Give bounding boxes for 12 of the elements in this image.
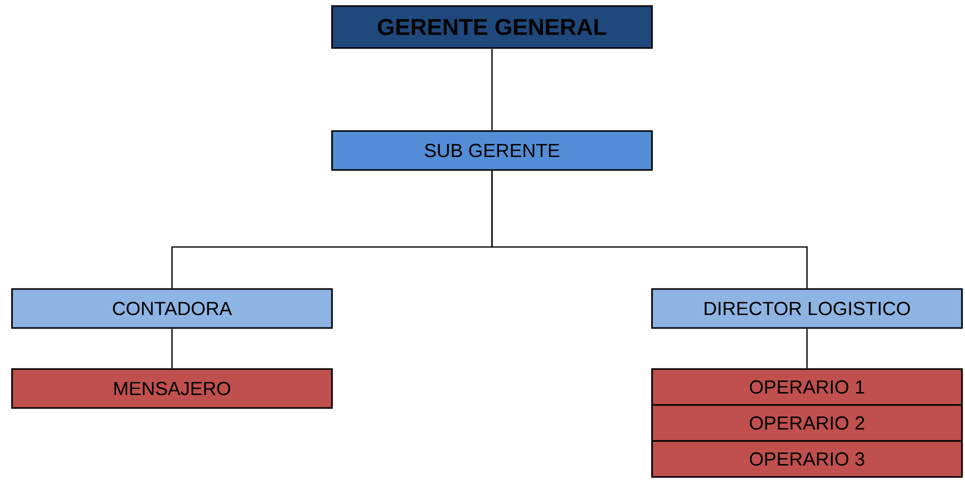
role-box: MENSAJERO xyxy=(11,368,333,409)
role-box: DIRECTOR LOGISTICO xyxy=(651,288,963,329)
connector-line xyxy=(806,328,808,368)
title-box: GERENTE GENERAL xyxy=(331,5,653,49)
connector-line xyxy=(491,48,493,130)
role-box: CONTADORA xyxy=(11,288,333,329)
role-box: OPERARIO 1 xyxy=(651,368,963,406)
role-box: OPERARIO 2 xyxy=(651,404,963,442)
connector-line xyxy=(491,170,808,288)
role-box: SUB GERENTE xyxy=(331,130,653,171)
connector-line xyxy=(171,328,173,368)
role-box: OPERARIO 3 xyxy=(651,440,963,478)
